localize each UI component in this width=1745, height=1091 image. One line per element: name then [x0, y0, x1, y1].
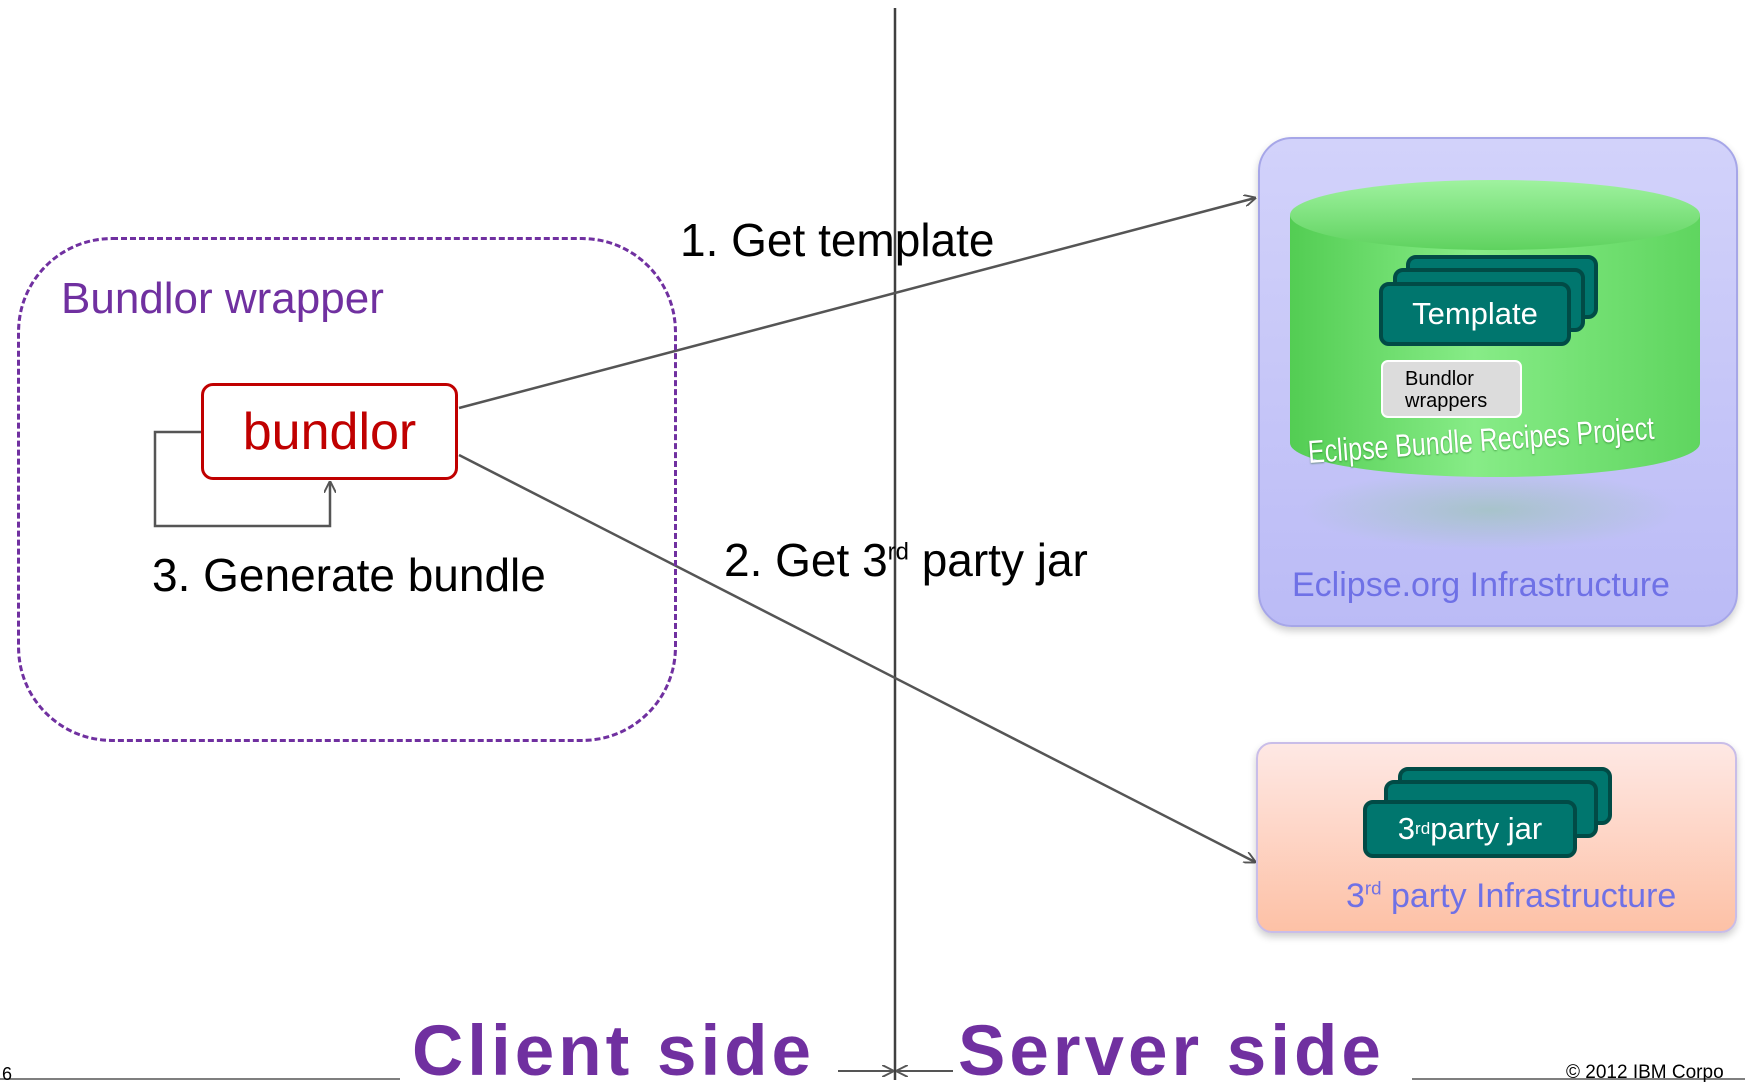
generate-bundle-loop	[153, 430, 330, 528]
third-party-infrastructure-caption: 3rd party Infrastructure	[1346, 877, 1677, 915]
client-side-label: Client side	[412, 1012, 816, 1091]
bundlor-label: bundlor	[242, 402, 417, 461]
cylinder-reflection	[1300, 470, 1680, 550]
step-1-label: 1. Get template	[680, 214, 995, 266]
page-number: 6	[2, 1064, 13, 1084]
template-card: Template	[1379, 282, 1571, 346]
bundlor-box: bundlor	[201, 383, 458, 480]
step-2-label: 2. Get 3rd party jar	[724, 534, 1088, 586]
server-side-label: Server side	[958, 1012, 1385, 1091]
eclipse-infrastructure-caption: Eclipse.org Infrastructure	[1292, 566, 1670, 604]
step-3-label: 3. Generate bundle	[152, 549, 546, 601]
bundlor-wrapper-label: Bundlor wrapper	[61, 274, 384, 323]
get-jar-arrow	[458, 453, 1255, 862]
cylinder-top	[1290, 180, 1700, 250]
bundlor-wrapper-region	[17, 237, 677, 742]
bundlor-wrappers-box: Bundlor wrappers	[1381, 360, 1522, 418]
get-template-arrow	[458, 198, 1255, 410]
copyright-notice: © 2012 IBM Corpo	[1566, 1062, 1724, 1083]
